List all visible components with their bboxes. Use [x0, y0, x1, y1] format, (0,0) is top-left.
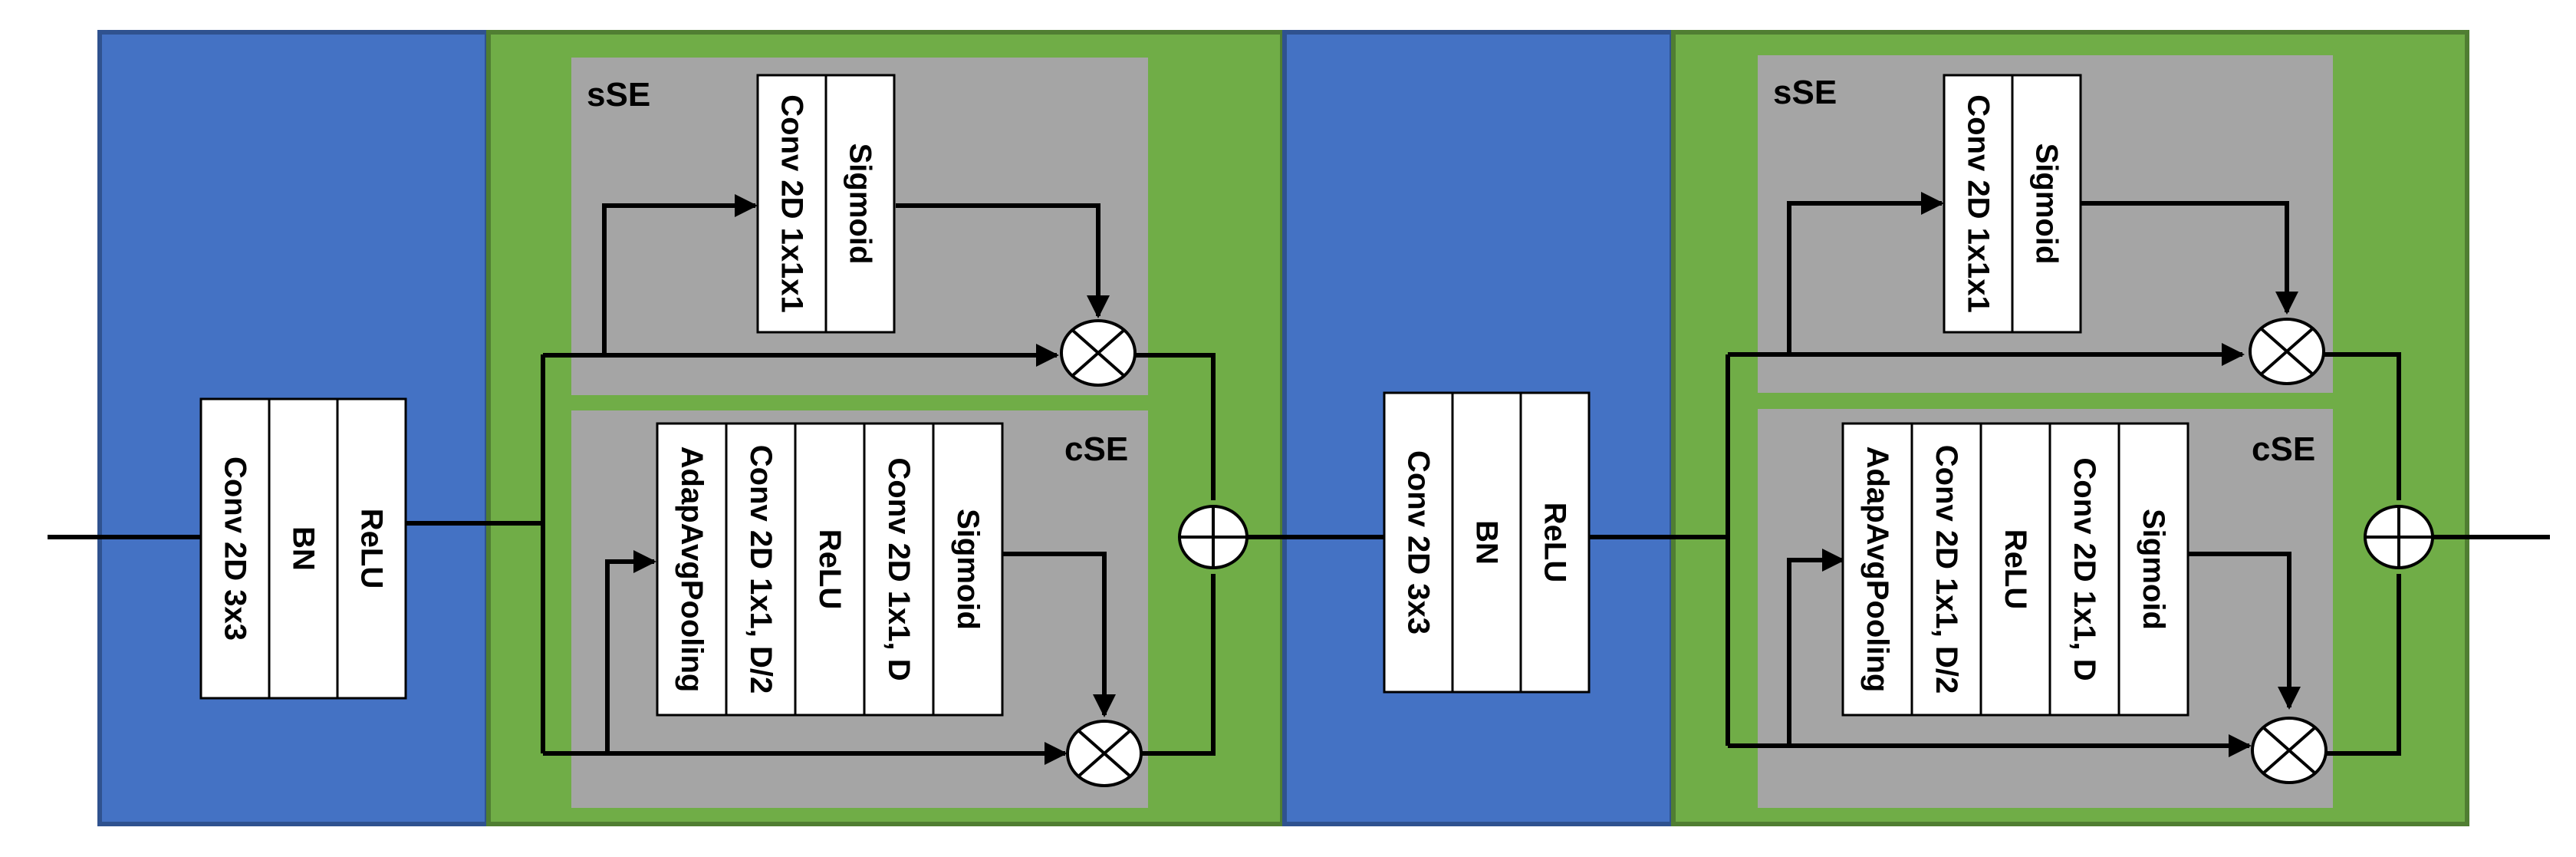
cse-stack-1-layer-label: Conv 2D 1x1, D: [882, 457, 916, 681]
conv-stack-1-layer-label: BN: [287, 526, 321, 571]
cse-stack-1-layer-label: AdapAvgPooling: [675, 447, 709, 693]
cse-stack-2: AdapAvgPooling Conv 2D 1x1, D/2 ReLU Conv 2…: [1841, 422, 2189, 717]
conv-stack-2-box: [1451, 391, 1522, 694]
cse-label-1: cSE: [1064, 430, 1128, 468]
cse-stack-1-box: [932, 422, 1004, 717]
conv-stack-2: Conv 2D 3x3 BN ReLU: [1383, 391, 1591, 694]
add-operator-2: [2364, 505, 2434, 569]
cse-stack-2-layer-label: Conv 2D 1x1, D: [2068, 457, 2101, 681]
cse-stack-1-layer-label: Sigmoid: [951, 509, 985, 630]
cse-stack-1-box: [656, 422, 728, 717]
cse-stack-2-layer-label: AdapAvgPooling: [1860, 447, 1894, 693]
sse-stack-2-layer-label: Sigmoid: [2030, 143, 2064, 265]
conv-stack-1-layer-label: ReLU: [355, 509, 389, 588]
conv-stack-1: Conv 2D 3x3 BN ReLU: [199, 397, 407, 700]
cse-stack-2-layer-label: ReLU: [1999, 529, 2032, 609]
multiply-operator-cse-1: [1066, 720, 1143, 787]
sse-stack-1-box: [756, 74, 827, 334]
cse-stack-1-box: [725, 422, 797, 717]
sse-label-2: sSE: [1773, 74, 1837, 111]
sse-label-1: sSE: [587, 76, 650, 114]
multiply-operator-sse-2: [2249, 318, 2325, 385]
multiply-operator-cse-2: [2251, 717, 2328, 784]
sse-stack-1: Conv 2D 1x1x1 Sigmoid: [756, 74, 896, 334]
conv-stack-1-box: [336, 397, 407, 700]
cse-stack-2-box: [2048, 422, 2120, 717]
conv-stack-2-layer-label: BN: [1470, 520, 1504, 565]
cse-stack-2-box: [1910, 422, 1982, 717]
sse-stack-2-box: [2011, 74, 2082, 334]
add-operator-1: [1178, 505, 1249, 569]
cse-stack-2-layer-label: Conv 2D 1x1, D/2: [1930, 445, 1963, 694]
sse-stack-2: Conv 2D 1x1x1 Sigmoid: [1943, 74, 2082, 334]
cse-stack-2-box: [2117, 422, 2189, 717]
conv-stack-1-box: [199, 397, 271, 700]
sse-stack-1-layer-label: Sigmoid: [844, 143, 877, 265]
cse-stack-1-layer-label: Conv 2D 1x1, D/2: [744, 445, 778, 694]
conv-stack-1-layer-label: Conv 2D 3x3: [219, 457, 252, 641]
cse-stack-1-layer-label: ReLU: [813, 529, 847, 609]
sse-stack-1-layer-label: Conv 2D 1x1x1: [775, 94, 809, 313]
conv-stack-2-box: [1519, 391, 1591, 694]
cse-stack-2-box: [1979, 422, 2051, 717]
cse-label-2: cSE: [2252, 430, 2315, 468]
conv-stack-1-box: [268, 397, 339, 700]
cse-stack-1-box: [863, 422, 935, 717]
cse-stack-2-layer-label: Sigmoid: [2137, 509, 2170, 630]
conv-stack-2-layer-label: ReLU: [1538, 503, 1572, 582]
conv-stack-2-box: [1383, 391, 1454, 694]
multiply-operator-sse-1: [1060, 319, 1137, 387]
connection-lines: [48, 192, 2550, 765]
conv-stack-2-layer-label: Conv 2D 3x3: [1402, 450, 1436, 635]
cse-stack-1-box: [794, 422, 866, 717]
sse-stack-2-layer-label: Conv 2D 1x1x1: [1962, 94, 1995, 313]
sse-stack-1-box: [824, 74, 896, 334]
cse-stack-1: AdapAvgPooling Conv 2D 1x1, D/2 ReLU Conv 2…: [656, 422, 1004, 717]
sse-stack-2-box: [1943, 74, 2014, 334]
